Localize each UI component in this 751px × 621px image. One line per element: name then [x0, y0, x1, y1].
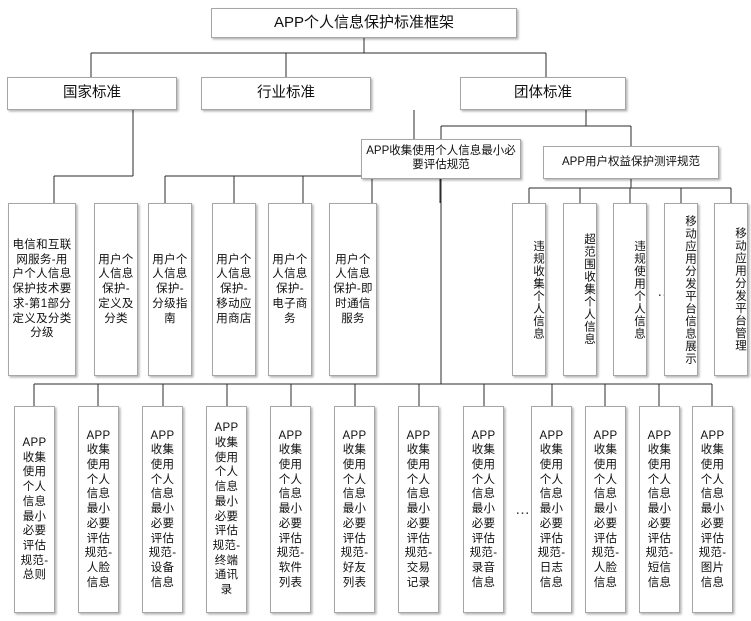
node-min-leaf-3[interactable]: APP收集使用个人信息最小必要评估规范-终端通讯录: [206, 406, 247, 613]
node-min-leaf-3-label: APP收集使用个人信息最小必要评估规范-终端通讯录: [212, 422, 241, 597]
node-min-leaf-10-label: APP收集使用个人信息最小必要评估规范-短信信息: [645, 429, 674, 589]
minimum-necessary-ellipsis: …: [515, 500, 531, 518]
node-industry-leaf-1-label: 用户个人信息保护-分级指南: [152, 253, 188, 325]
node-min-leaf-0-label: APP收集使用个人信息最小必要评估规范-总则: [20, 436, 49, 582]
node-rights-leaf-0-label: 违规收集个人信息: [532, 239, 544, 340]
node-industry-standards-label: 行业标准: [257, 84, 315, 101]
node-min-leaf-11-label: APP收集使用个人信息最小必要评估规范-图片信息: [698, 429, 727, 589]
node-min-leaf-5-label: APP收集使用个人信息最小必要评估规范-好友列表: [340, 429, 369, 589]
node-industry-leaf-2[interactable]: 用户个人信息保护-移动应用商店: [212, 203, 256, 376]
node-min-leaf-5[interactable]: APP收集使用个人信息最小必要评估规范-好友列表: [334, 406, 375, 613]
node-rights-leaf-3-label: 移动应用分发平台信息展示: [684, 214, 696, 365]
node-industry-standards[interactable]: 行业标准: [201, 77, 371, 110]
node-min-leaf-2[interactable]: APP收集使用个人信息最小必要评估规范-设备信息: [142, 406, 183, 613]
node-industry-leaf-4-label: 用户个人信息保护-即时通信服务: [333, 253, 373, 325]
node-minimum-necessary-spec[interactable]: APP收集使用个人信息最小必要评估规范: [361, 139, 521, 179]
node-minimum-necessary-spec-label: APP收集使用个人信息最小必要评估规范: [366, 145, 516, 171]
node-min-leaf-6-label: APP收集使用个人信息最小必要评估规范-交易记录: [404, 429, 433, 589]
node-national-standards-label: 国家标准: [63, 84, 121, 101]
node-industry-leaf-1[interactable]: 用户个人信息保护-分级指南: [148, 203, 192, 376]
node-industry-leaf-0[interactable]: 用户个人信息保护-定义及分类: [94, 203, 138, 376]
node-min-leaf-8[interactable]: APP收集使用个人信息最小必要评估规范-日志信息: [531, 406, 572, 613]
node-industry-leaf-4[interactable]: 用户个人信息保护-即时通信服务: [329, 203, 377, 376]
node-min-leaf-4-label: APP收集使用个人信息最小必要评估规范-软件列表: [276, 429, 305, 589]
node-rights-leaf-0[interactable]: 违规收集个人信息: [512, 203, 546, 376]
node-root[interactable]: APP个人信息保护标准框架: [211, 8, 517, 38]
node-min-leaf-6[interactable]: APP收集使用个人信息最小必要评估规范-交易记录: [398, 406, 439, 613]
node-rights-leaf-2-label: 违规使用个人信息: [633, 239, 645, 340]
node-industry-leaf-2-label: 用户个人信息保护-移动应用商店: [216, 253, 252, 325]
node-min-leaf-11[interactable]: APP收集使用个人信息最小必要评估规范-图片信息: [692, 406, 733, 613]
node-group-standards-label: 团体标准: [514, 84, 572, 101]
node-rights-leaf-1[interactable]: 超范围收集个人信息: [563, 203, 597, 376]
node-min-leaf-0[interactable]: APP收集使用个人信息最小必要评估规范-总则: [14, 406, 55, 613]
node-group-standards[interactable]: 团体标准: [460, 77, 626, 110]
node-min-leaf-10[interactable]: APP收集使用个人信息最小必要评估规范-短信信息: [639, 406, 680, 613]
node-rights-leaf-4-label: 移动应用分发平台管理: [734, 227, 746, 352]
node-industry-leaf-3[interactable]: 用户个人信息保护-电子商务: [268, 203, 312, 376]
node-min-leaf-1[interactable]: APP收集使用个人信息最小必要评估规范-人脸信息: [78, 406, 119, 613]
node-min-leaf-8-label: APP收集使用个人信息最小必要评估规范-日志信息: [537, 429, 566, 589]
node-min-leaf-9[interactable]: APP收集使用个人信息最小必要评估规范-人脸信息: [585, 406, 626, 613]
node-national-leaf-0-label: 电信和互联网服务-用户个人信息保护技术要求-第1部分定义及分类分级: [12, 238, 72, 340]
node-min-leaf-4[interactable]: APP收集使用个人信息最小必要评估规范-软件列表: [270, 406, 311, 613]
node-root-label: APP个人信息保护标准框架: [273, 14, 455, 32]
node-user-rights-spec-label: APP用户权益保护测评规范: [561, 155, 700, 168]
node-min-leaf-9-label: APP收集使用个人信息最小必要评估规范-人脸信息: [591, 429, 620, 589]
node-rights-leaf-1-label: 超范围收集个人信息: [583, 233, 595, 346]
node-min-leaf-7[interactable]: APP收集使用个人信息最小必要评估规范-录音信息: [463, 406, 504, 613]
node-min-leaf-2-label: APP收集使用个人信息最小必要评估规范-设备信息: [148, 429, 177, 589]
node-industry-leaf-0-label: 用户个人信息保护-定义及分类: [98, 253, 134, 325]
node-min-leaf-7-label: APP收集使用个人信息最小必要评估规范-录音信息: [469, 429, 498, 589]
node-min-leaf-1-label: APP收集使用个人信息最小必要评估规范-人脸信息: [84, 429, 113, 589]
node-rights-leaf-2[interactable]: 违规使用个人信息: [613, 203, 647, 376]
node-national-standards[interactable]: 国家标准: [7, 77, 177, 110]
node-national-leaf-0[interactable]: 电信和互联网服务-用户个人信息保护技术要求-第1部分定义及分类分级: [8, 203, 76, 376]
node-user-rights-spec[interactable]: APP用户权益保护测评规范: [543, 146, 719, 179]
node-rights-leaf-4[interactable]: 移动应用分发平台管理: [714, 203, 748, 376]
node-industry-leaf-3-label: 用户个人信息保护-电子商务: [272, 253, 308, 325]
node-rights-leaf-3[interactable]: 移动应用分发平台信息展示: [664, 203, 698, 376]
